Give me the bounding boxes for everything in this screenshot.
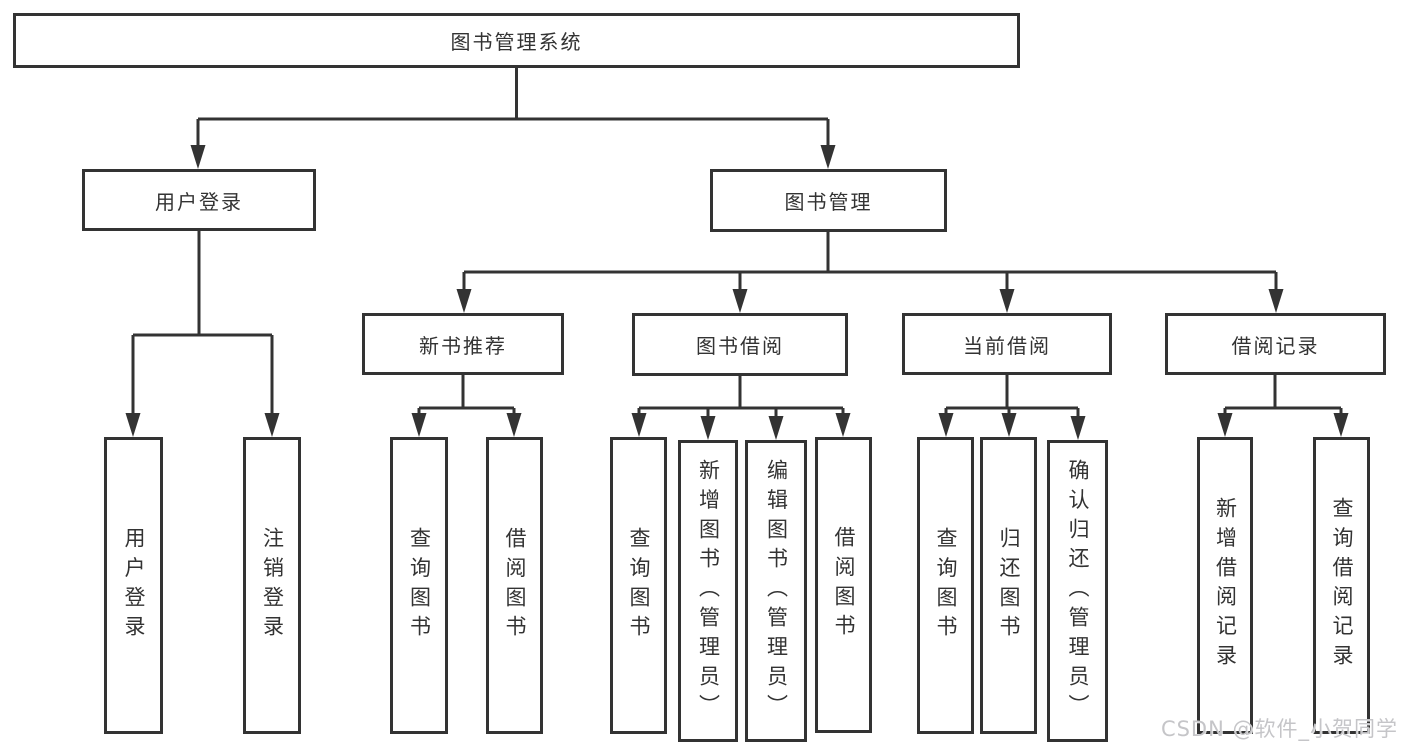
connector-path — [131, 68, 1343, 419]
leaf-edit-books-admin: 编辑图书（管理员） — [745, 440, 807, 742]
node-new-book-recommend: 新书推荐 — [362, 313, 564, 375]
leaf-recommend-borrow-books: 借阅图书 — [486, 437, 543, 734]
leaf-confirm-return-admin: 确认归还（管理员） — [1047, 440, 1108, 742]
node-user-login-branch: 用户登录 — [82, 169, 316, 231]
csdn-watermark: CSDN @软件_小贺同学 — [1160, 717, 1398, 741]
leaf-query-borrow-record: 查询借阅记录 — [1313, 437, 1370, 734]
leaf-user-login: 用户登录 — [104, 437, 163, 734]
leaf-borrowing-query-books: 查询图书 — [610, 437, 667, 734]
leaf-logout: 注销登录 — [243, 437, 301, 734]
node-borrowing-records: 借阅记录 — [1165, 313, 1386, 375]
leaf-add-books-admin: 新增图书（管理员） — [678, 440, 738, 742]
leaf-current-query-books: 查询图书 — [917, 437, 974, 734]
leaf-recommend-query-books: 查询图书 — [390, 437, 448, 734]
leaf-borrowing-borrow-books: 借阅图书 — [815, 437, 872, 733]
node-book-borrowing: 图书借阅 — [632, 313, 848, 376]
node-current-borrowing: 当前借阅 — [902, 313, 1112, 375]
leaf-return-books: 归还图书 — [980, 437, 1037, 734]
node-book-management-branch: 图书管理 — [710, 169, 947, 232]
leaf-add-borrow-record: 新增借阅记录 — [1197, 437, 1253, 734]
node-root-library-system: 图书管理系统 — [13, 13, 1020, 68]
arrowheads — [125, 145, 1349, 440]
